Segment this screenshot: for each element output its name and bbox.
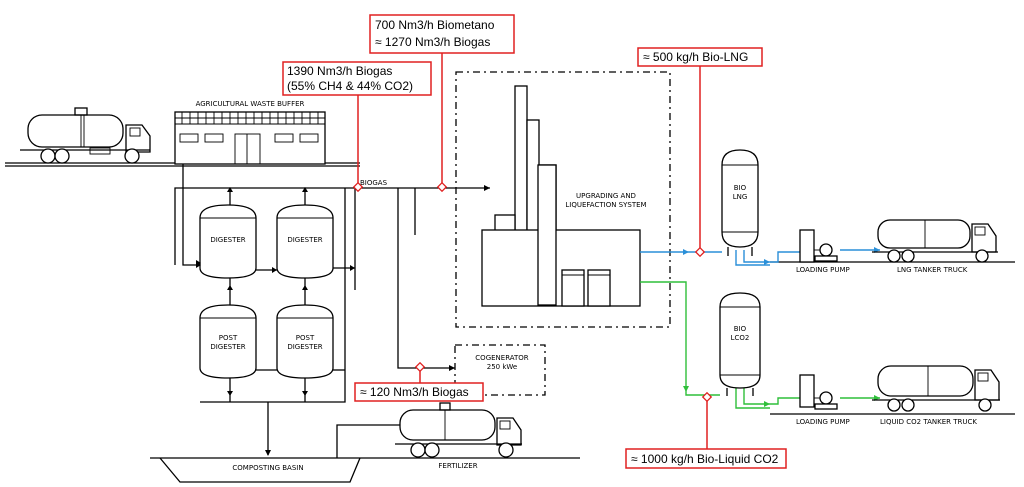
loading-pump-1-label: LOADING PUMP xyxy=(796,266,850,274)
bio-lng-callout: ≈ 500 kg/h Bio-LNG xyxy=(643,50,748,64)
biogas-callout-line-1: 1390 Nm3/h Biogas xyxy=(287,64,392,78)
fertilizer-label: FERTILIZER xyxy=(438,462,477,470)
digester-1-label: DIGESTER xyxy=(210,236,245,244)
cogen-biogas-callout: ≈ 120 Nm3/h Biogas xyxy=(360,385,469,399)
bio-lng-tank: BIO LNG xyxy=(721,149,759,256)
lng-tanker-truck: LNG TANKER TRUCK xyxy=(872,219,998,274)
upgrading-label-1: UPGRADING AND xyxy=(576,192,636,200)
callout-biomethane: 700 Nm3/h Biometano ≈ 1270 Nm3/h Biogas xyxy=(369,14,515,54)
bio-lng-tank-label-2: LNG xyxy=(733,193,748,201)
bio-lco2-tank: BIO LCO2 xyxy=(719,292,761,396)
callout-bio-lco2: ≈ 1000 kg/h Bio-Liquid CO2 xyxy=(625,448,787,469)
lng-truck-label: LNG TANKER TRUCK xyxy=(897,266,968,274)
delivery-tanker-truck xyxy=(20,107,151,164)
bio-lco2-line xyxy=(640,281,880,409)
biomethane-callout-line-2: ≈ 1270 Nm3/h Biogas xyxy=(375,35,490,49)
lco2-truck-label: LIQUID CO2 TANKER TRUCK xyxy=(880,418,977,426)
bio-lng-line xyxy=(640,247,880,266)
cogenerator: COGENERATOR 250 kWe xyxy=(454,344,546,396)
digester-tanks: DIGESTER DIGESTER POST DIGESTER POST DIG… xyxy=(199,204,334,379)
post-digester-2-label-b: DIGESTER xyxy=(287,343,322,351)
fertilizer-tanker-truck: FERTILIZER xyxy=(395,402,522,470)
post-digester-1-label-b: DIGESTER xyxy=(210,343,245,351)
callout-leaders xyxy=(352,53,713,449)
bio-lco2-callout: ≈ 1000 kg/h Bio-Liquid CO2 xyxy=(631,452,779,466)
loading-pump-2-label: LOADING PUMP xyxy=(796,418,850,426)
biogas-callout-line-2: (55% CH4 & 44% CO2) xyxy=(287,79,413,93)
cogenerator-label-1: COGENERATOR xyxy=(475,354,529,362)
process-piping: BIOGAS xyxy=(174,164,490,458)
agricultural-waste-buffer: AGRICULTURAL WASTE BUFFER xyxy=(174,100,326,165)
digester-2-label: DIGESTER xyxy=(287,236,322,244)
biomethane-callout-line-1: 700 Nm3/h Biometano xyxy=(375,18,495,32)
loading-pump-lco2: LOADING PUMP xyxy=(796,374,850,426)
ground-lines xyxy=(5,162,1015,459)
bio-lng-tank-label-1: BIO xyxy=(734,184,747,192)
post-digester-2-label-a: POST xyxy=(296,334,315,342)
bio-lco2-tank-label-1: BIO xyxy=(734,325,747,333)
biogas-line-label: BIOGAS xyxy=(360,179,388,187)
upgrading-liquefaction-system: UPGRADING AND LIQUEFACTION SYSTEM xyxy=(455,71,671,328)
upgrading-label-2: LIQUEFACTION SYSTEM xyxy=(565,201,646,209)
post-digester-1-label-a: POST xyxy=(219,334,238,342)
cogenerator-label-2: 250 kWe xyxy=(487,363,517,371)
callout-cogen-biogas: ≈ 120 Nm3/h Biogas xyxy=(354,382,484,402)
callout-bio-lng: ≈ 500 kg/h Bio-LNG xyxy=(637,47,763,67)
bio-lco2-tank-label-2: LCO2 xyxy=(731,334,750,342)
agri-buffer-label: AGRICULTURAL WASTE BUFFER xyxy=(196,100,305,108)
lco2-tanker-truck: LIQUID CO2 TANKER TRUCK xyxy=(872,365,1000,426)
loading-pump-lng: LOADING PUMP xyxy=(796,229,850,274)
composting-basin-label: COMPOSTING BASIN xyxy=(232,464,303,472)
callout-biogas: 1390 Nm3/h Biogas (55% CH4 & 44% CO2) xyxy=(282,61,432,96)
composting-basin: COMPOSTING BASIN xyxy=(159,457,361,483)
